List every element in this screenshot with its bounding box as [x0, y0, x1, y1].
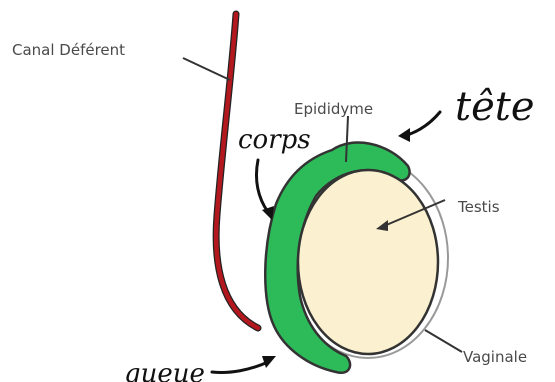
handwritten-queue: queue [124, 359, 205, 382]
label-testis: Testis [457, 198, 500, 216]
handwritten-tete: tête [455, 84, 535, 130]
label-epididyme: Epididyme [294, 100, 373, 118]
testis [298, 170, 438, 354]
vas-deferens-fill [216, 14, 258, 328]
arrow-queue [212, 362, 268, 373]
arrow-corps [256, 160, 268, 212]
leader-vaginale [425, 330, 462, 352]
arrow-tete-head [398, 128, 410, 142]
arrow-queue-head [262, 356, 276, 368]
label-canal-deferent: Canal Déférent [12, 41, 125, 59]
leader-canal [183, 58, 230, 80]
label-vaginale: Vaginale [463, 348, 527, 366]
handwritten-corps: corps [238, 125, 311, 155]
